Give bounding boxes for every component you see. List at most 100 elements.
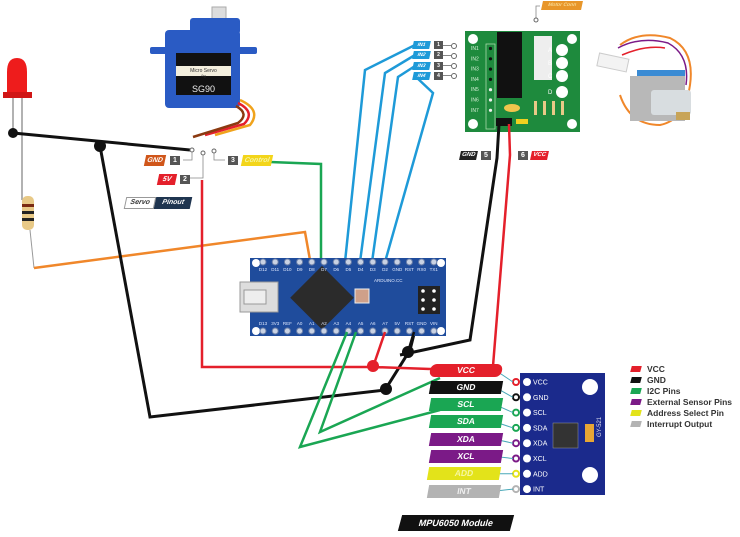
driver-motor-pin-label: B xyxy=(548,61,552,67)
nano-bottom-pin-gnd xyxy=(418,327,426,335)
mpu-pin-marker-scl xyxy=(512,408,520,417)
nano-top-pin-d3 xyxy=(369,258,377,266)
nano-bottom-pin-label: A3 xyxy=(333,321,339,326)
driver-motor-pin-label: C xyxy=(548,74,553,80)
driver-input-num: 3 xyxy=(434,61,443,70)
servo-control-wire xyxy=(269,160,323,260)
driver-header-pin xyxy=(488,108,493,112)
mpu-pin-marker-sda xyxy=(512,423,520,432)
mpu-pin-marker-add xyxy=(512,469,520,478)
driver-input-leader xyxy=(443,65,451,67)
driver-header-pin xyxy=(488,57,493,61)
nano-top-pin-tx1 xyxy=(430,258,438,266)
nano-top-pin-rst xyxy=(405,258,413,266)
nano-bottom-pin-label: A4 xyxy=(346,321,352,326)
mpu-pin-label-scl: SCL xyxy=(533,410,547,417)
legend-swatch xyxy=(630,365,642,372)
nano-bottom-pin-label: REF xyxy=(283,321,292,326)
sg90-servo: Micro Servo 9g SG90 xyxy=(150,6,257,179)
legend-item: VCC xyxy=(630,363,732,374)
driver-board-pin-label: IN1 xyxy=(471,46,479,52)
driver-board-pin-label: IN6 xyxy=(471,98,479,104)
driver-header-pin xyxy=(488,77,493,81)
mpu-pin-pad xyxy=(523,439,531,448)
nano-top-pin-label: D10 xyxy=(283,267,292,272)
driver-header-pin xyxy=(488,46,493,51)
mpu-tag-gnd: GND xyxy=(428,380,504,394)
nano-top-pin-d5 xyxy=(344,258,352,266)
driver-board-pin-label: IN5 xyxy=(471,87,479,93)
driver-input-leader xyxy=(443,44,451,46)
driver-motor-pin-label: D xyxy=(548,90,553,96)
nano-top-pin-label: D4 xyxy=(358,267,364,272)
mpu-pin-pad xyxy=(523,408,531,417)
legend-swatch xyxy=(630,420,642,427)
driver-header-pin xyxy=(488,98,493,102)
nano-bottom-pin-d13 xyxy=(259,327,267,335)
nano-top-pin-label: RST xyxy=(405,267,414,272)
nano-bottom-pin-label: A2 xyxy=(321,321,327,326)
resistor xyxy=(21,196,35,269)
vcc-bus xyxy=(372,365,431,371)
nano-top-pin-label: D3 xyxy=(370,267,376,272)
nano-top-pin-gnd xyxy=(393,258,401,266)
nano-top-pin-d9 xyxy=(296,258,304,266)
driver-board-pin-label: IN3 xyxy=(471,67,479,73)
legend-item: Address Select Pin xyxy=(630,407,732,418)
servo-model: SG90 xyxy=(192,84,215,94)
legend-item: GND xyxy=(630,374,732,385)
stepper-input-wires xyxy=(343,43,435,263)
servo-pinout-caption-b: Pinout xyxy=(153,197,193,209)
motor-conn-tag: Motor Conn xyxy=(541,1,583,10)
nano-top-pin-label: D8 xyxy=(309,267,315,272)
driver-input-tag-in4: IN4 xyxy=(412,71,431,80)
nano-bottom-pin-label: RST xyxy=(405,321,414,326)
driver-header-pin xyxy=(488,67,493,71)
nano-bottom-pin-5v xyxy=(393,327,401,335)
driver-input-terminal xyxy=(451,63,457,70)
mpu-pin-label-xda: XDA xyxy=(533,441,548,448)
servo-pinout-caption-a: Servo xyxy=(123,197,157,209)
nano-bottom-pin-a5 xyxy=(357,327,365,335)
mpu-pin-label-sda: SDA xyxy=(533,425,548,432)
legend-swatch xyxy=(630,376,642,383)
legend-swatch xyxy=(630,387,642,394)
driver-input-num: 2 xyxy=(434,51,443,60)
driver-input-terminal xyxy=(451,42,457,49)
nano-bottom-pin-a6 xyxy=(369,327,377,335)
servo-pin-1-num: 1 xyxy=(170,156,180,165)
servo-5v-wire xyxy=(200,180,372,369)
driver-input-terminal xyxy=(451,52,457,59)
red-led xyxy=(3,58,32,200)
nano-bottom-pin-label: A1 xyxy=(309,321,315,326)
legend-label: Address Select Pin xyxy=(647,407,725,418)
mpu-pin-marker-xcl xyxy=(512,454,520,463)
led-signal-wire xyxy=(33,230,312,270)
legend-item: I2C Pins xyxy=(630,385,732,396)
nano-bottom-pin-vin xyxy=(430,327,438,335)
mpu-tag-scl: SCL xyxy=(428,398,504,412)
nano-top-pin-label: D6 xyxy=(333,267,339,272)
mpu-pin-pad xyxy=(523,423,531,432)
nano-top-pin-d10 xyxy=(283,258,291,266)
servo-5v-tag: 5V xyxy=(156,174,178,185)
nano-top-pin-d6 xyxy=(332,258,340,266)
servo-model-top: Micro Servo xyxy=(190,68,217,74)
nano-top-pin-label: D5 xyxy=(346,267,352,272)
servo-pin-2-num: 2 xyxy=(180,175,190,184)
mpu-pin-pad xyxy=(523,393,531,402)
nano-bottom-pin-label: A0 xyxy=(297,321,303,326)
nano-bottom-pin-a1 xyxy=(308,327,316,335)
mpu-pin-label-int: INT xyxy=(533,487,545,494)
mpu-pin-marker-gnd xyxy=(512,393,520,402)
servo-pin-3-num: 3 xyxy=(228,156,238,165)
legend-swatch xyxy=(630,398,642,405)
mpu-pin-label-vcc: VCC xyxy=(533,380,548,387)
nano-top-pin-d2 xyxy=(381,258,389,266)
driver-input-leader xyxy=(443,75,451,77)
driver-board-pin-label: IN4 xyxy=(471,77,479,83)
